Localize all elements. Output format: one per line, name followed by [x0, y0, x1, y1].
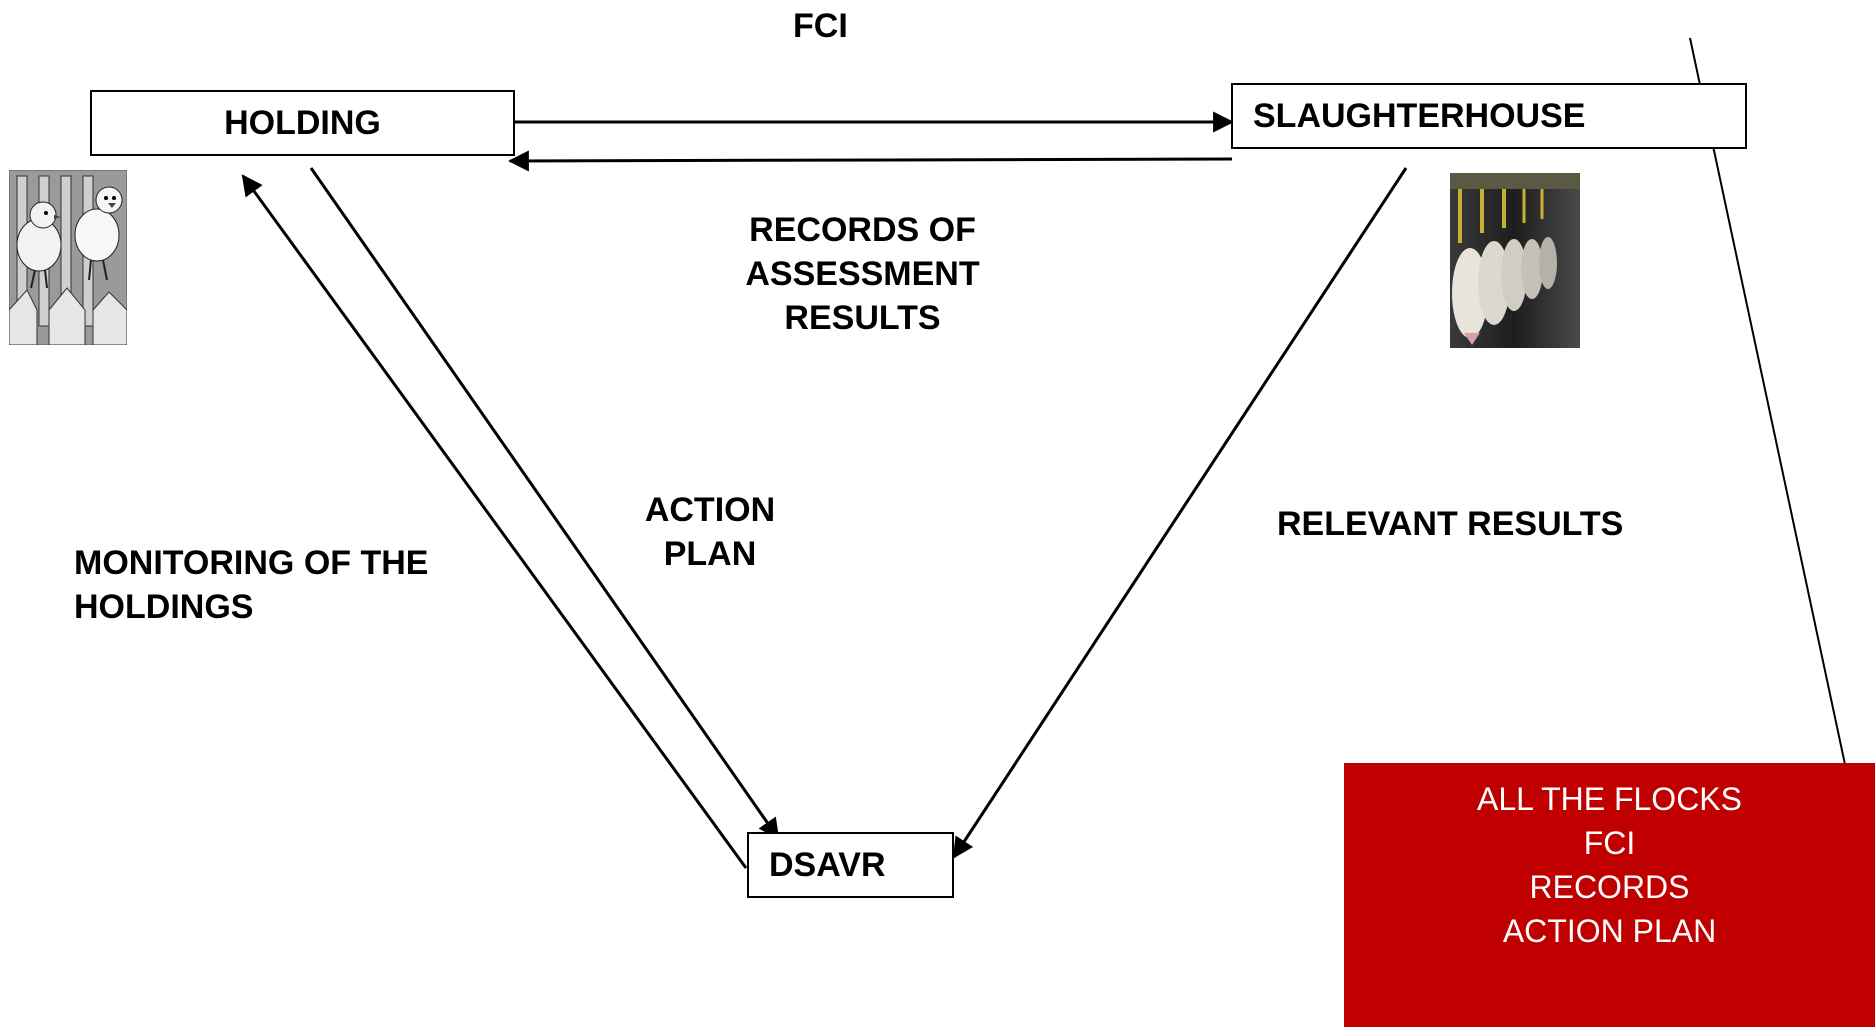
- summary-box: ALL THE FLOCKS FCI RECORDS ACTION PLAN: [1344, 763, 1875, 1027]
- arrow-records: [507, 150, 1233, 172]
- summary-line-3: RECORDS: [1529, 869, 1690, 905]
- node-slaughterhouse-label: SLAUGHTERHOUSE: [1253, 97, 1586, 135]
- label-monitoring-line1: MONITORING OF THE: [74, 544, 429, 582]
- label-action-line2: PLAN: [663, 535, 757, 573]
- summary-line-1: ALL THE FLOCKS: [1477, 781, 1742, 817]
- summary-line-2: FCI: [1583, 825, 1636, 861]
- label-action-line1: ACTION: [644, 491, 776, 529]
- arrow-relevant-results: [952, 167, 1408, 859]
- node-slaughterhouse: SLAUGHTERHOUSE: [1231, 83, 1747, 149]
- label-records-line2: ASSESSMENT: [745, 255, 980, 293]
- node-dsavr: DSAVR: [747, 832, 954, 898]
- arrow-monitoring: [241, 174, 748, 869]
- label-action-plan: ACTION PLAN: [620, 488, 800, 576]
- holding-photo: [9, 170, 127, 345]
- label-records: RECORDS OF ASSESSMENT RESULTS: [700, 208, 1025, 340]
- label-fci: FCI: [793, 7, 848, 45]
- node-holding: HOLDING: [90, 90, 515, 156]
- node-holding-label: HOLDING: [224, 104, 381, 142]
- label-relevant-results: RELEVANT RESULTS: [1277, 505, 1624, 543]
- slaughterhouse-photo: [1450, 173, 1580, 348]
- node-dsavr-label: DSAVR: [769, 846, 886, 884]
- arrow-action-plan: [309, 167, 780, 840]
- label-records-line1: RECORDS OF: [749, 211, 976, 249]
- label-monitoring-line2: HOLDINGS: [74, 588, 254, 626]
- label-records-line3: RESULTS: [784, 299, 941, 337]
- diagonal-line: [1689, 37, 1875, 906]
- label-monitoring: MONITORING OF THE HOLDINGS: [74, 541, 428, 629]
- summary-line-4: ACTION PLAN: [1502, 913, 1717, 949]
